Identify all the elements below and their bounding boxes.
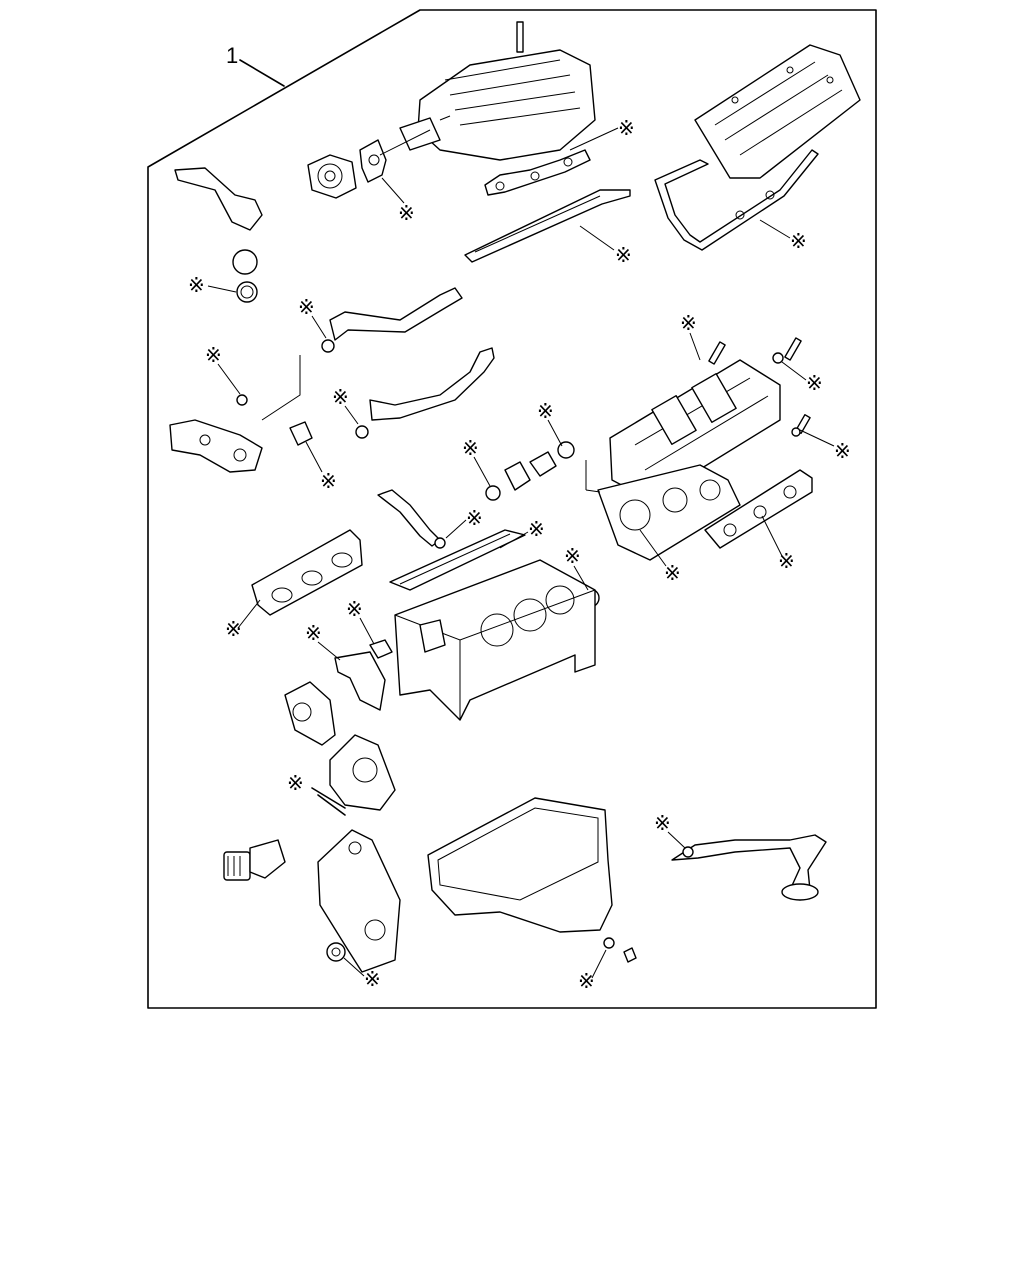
gasket-marker: ※: [664, 561, 681, 585]
gasket-marker: ※: [654, 811, 671, 835]
intake-lower-gasket: [484, 149, 591, 196]
front-crank-seal: [326, 942, 346, 962]
head-bolt-studs: [708, 337, 811, 437]
gasket-marker: ※: [188, 273, 205, 297]
gasket-marker: ※: [615, 243, 632, 267]
temperature-sensor: [529, 441, 575, 477]
gasket-marker: ※: [364, 967, 381, 991]
gasket-marker: ※: [834, 439, 851, 463]
exhaust-manifold-gasket-left: [251, 529, 363, 616]
head-gasket-left: [389, 529, 526, 591]
valve-cover: [694, 44, 861, 179]
water-outlet: [169, 419, 263, 473]
gasket-marker: ※: [320, 469, 337, 493]
oil-pickup-tube: [671, 834, 827, 901]
engine-block: [394, 559, 596, 721]
throttle-body-gasket: [359, 139, 387, 183]
gasket-marker: ※: [790, 229, 807, 253]
knock-sensor: [485, 461, 531, 501]
drain-plug-washer: [603, 937, 637, 963]
gasket-marker: ※: [466, 506, 483, 530]
gasket-marker: ※: [462, 436, 479, 460]
oil-pump-gasket: [369, 639, 393, 659]
exhaust-manifold-gasket-right: [704, 469, 813, 549]
thermostat-housing: [174, 167, 263, 303]
kit-frame: [147, 9, 877, 1009]
intake-manifold: [399, 21, 596, 161]
gasket-marker: ※: [778, 549, 795, 573]
gasket-marker: ※: [680, 311, 697, 335]
gasket-marker: ※: [287, 771, 304, 795]
cylinder-head: [609, 359, 781, 501]
gasket-marker: ※: [537, 399, 554, 423]
gasket-marker: ※: [346, 597, 363, 621]
throttle-body: [307, 154, 357, 199]
gasket-marker: ※: [806, 371, 823, 395]
valley-gasket: [464, 189, 631, 263]
oil-pump: [329, 734, 396, 811]
coolant-pipe-upper: [321, 287, 463, 353]
gasket-marker: ※: [205, 343, 222, 367]
gasket-marker: ※: [578, 969, 595, 993]
gasket-marker: ※: [618, 116, 635, 140]
pump-bolts: [311, 787, 346, 816]
gasket-marker: ※: [332, 385, 349, 409]
outlet-gasket: [236, 394, 313, 446]
gasket-marker: ※: [398, 201, 415, 225]
kit-number-leader: [239, 59, 285, 87]
gasket-marker: ※: [564, 544, 581, 568]
gasket-markers: ※ ※ ※ ※ ※ ※ ※ ※ ※ ※ ※ ※ ※ ※ ※ ※ ※ ※: [188, 116, 851, 993]
gasket-marker: ※: [225, 617, 242, 641]
cylinder-head-gasket: [597, 464, 741, 561]
water-pump: [284, 681, 336, 746]
valve-cover-gasket: [654, 149, 819, 251]
timing-cover: [317, 829, 401, 973]
oil-filter-adapter: [223, 839, 286, 881]
gasket-marker: ※: [298, 295, 315, 319]
coolant-pipe-middle: [355, 347, 495, 439]
kit-number-label: 1: [226, 43, 238, 68]
gasket-marker: ※: [528, 517, 545, 541]
bypass-hose: [377, 489, 446, 549]
water-pump-gasket: [334, 651, 386, 711]
gasket-marker: ※: [305, 621, 322, 645]
oil-pan: [427, 797, 613, 933]
